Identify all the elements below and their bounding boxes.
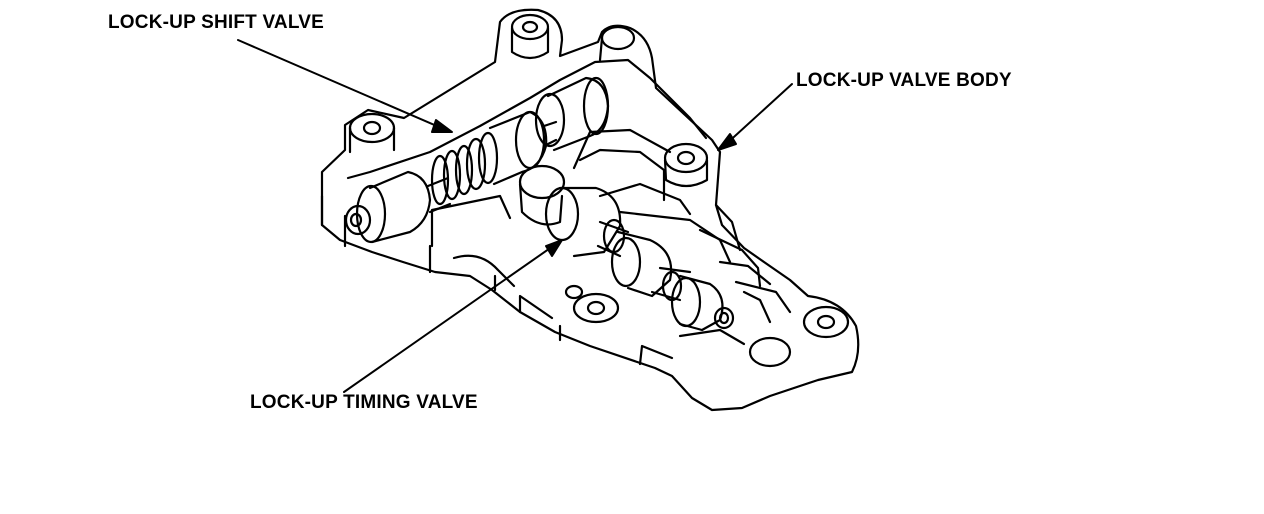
label-lockup-timing-valve: LOCK-UP TIMING VALVE — [250, 392, 478, 413]
arrowhead-shift-valve — [431, 119, 453, 133]
leader-valve-body — [723, 83, 793, 147]
label-lockup-valve-body: LOCK-UP VALVE BODY — [796, 70, 1012, 91]
lockup-shift-valve-spool — [344, 76, 610, 244]
leader-lines — [237, 39, 793, 393]
arrowhead-timing-valve — [545, 239, 563, 257]
label-lockup-shift-valve: LOCK-UP SHIFT VALVE — [108, 12, 324, 33]
arrowhead-valve-body — [717, 133, 737, 151]
leader-shift-valve — [237, 39, 447, 131]
valve-body-casting — [320, 8, 860, 412]
leader-timing-valve — [343, 243, 557, 393]
